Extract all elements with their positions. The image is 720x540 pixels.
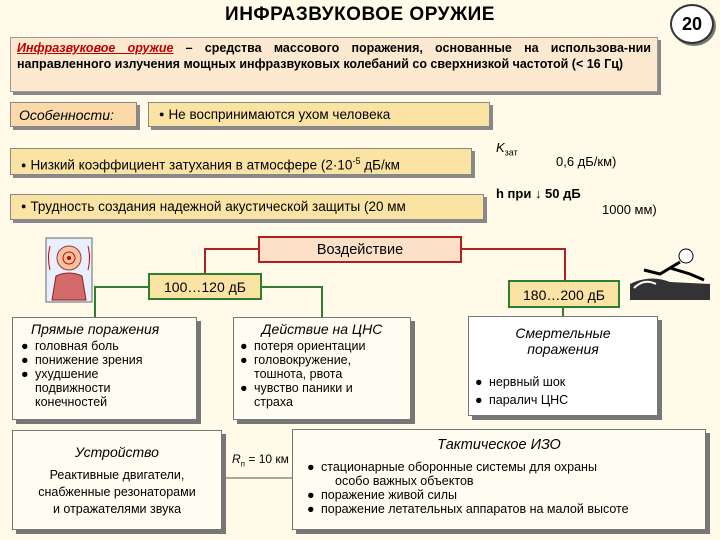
feature-attenuation-text: Низкий коэффициент затухания в атмосфере… <box>30 157 353 173</box>
page-number: 20 <box>670 4 714 44</box>
device-description: Реактивные двигатели, снабженные резонат… <box>38 468 196 516</box>
definition-box: Инфразвуковое оружие – средства массовог… <box>10 37 658 92</box>
features-label: Особенности: <box>10 102 137 127</box>
deadly-title-line2: поражения <box>527 341 599 357</box>
deadly-damage-panel: Смертельные поражения ●нервный шок ●пара… <box>468 316 658 416</box>
page-title: ИНФРАЗВУКОВОЕ ОРУЖИЕ <box>225 4 495 25</box>
list-item: конечностей <box>35 395 108 409</box>
list-item: ●стационарные оборонные системы для охра… <box>307 460 597 474</box>
list-item: подвижности <box>35 381 111 395</box>
fallen-person-illustration <box>630 244 710 300</box>
k-sub: зат <box>504 147 518 158</box>
list-item: ●нервный шок <box>475 375 566 389</box>
device-panel: Устройство Реактивные двигатели, снабжен… <box>12 430 222 530</box>
level-100-120-db: 100…120 дБ <box>148 273 262 300</box>
tactical-panel: Тактическое ИЗО ●стационарные оборонные … <box>292 429 706 530</box>
h-thickness-value: 1000 мм) <box>602 202 657 217</box>
cns-effect-title: Действие на ЦНС <box>261 321 383 337</box>
deadly-title-line1: Смертельные <box>515 325 611 341</box>
feature-attenuation: Низкий коэффициент затухания в атмосфере… <box>10 148 472 175</box>
feature-inaudible-text: Не воспринимаются ухом человека <box>168 107 391 122</box>
list-item: ●поражение живой силы <box>307 488 458 502</box>
impact-box: Воздействие <box>258 236 462 263</box>
h-thickness-text: h при ↓ 50 дБ <box>496 186 581 201</box>
list-item: ●паралич ЦНС <box>475 393 569 407</box>
list-item: особо важных объектов <box>335 474 474 488</box>
direct-damage-title: Прямые поражения <box>31 321 160 337</box>
cns-effect-panel: Действие на ЦНС ●потеря ориентации ●голо… <box>233 317 411 420</box>
tactical-title: Тактическое ИЗО <box>437 437 561 453</box>
attenuation-exponent: -5 <box>352 156 361 166</box>
device-title: Устройство <box>75 444 159 460</box>
list-item: ●понижение зрения <box>21 353 143 367</box>
list-item: страха <box>254 395 293 409</box>
feature-inaudible: Не воспринимаются ухом человека <box>148 102 490 127</box>
feature-protection-text: Трудность создания надежной акустической… <box>30 199 406 214</box>
k-symbol: K <box>496 140 505 155</box>
level-180-200-db: 180…200 дБ <box>508 280 620 308</box>
direct-damage-panel: Прямые поражения ●головная боль ●понижен… <box>12 317 197 420</box>
deadly-damage-title: Смертельные поражения <box>469 317 657 357</box>
definition-text: – средства массового поражения, основанн… <box>17 41 651 71</box>
k-attenuation-symbol: Kзат <box>496 140 518 158</box>
head-waves-illustration <box>44 236 94 304</box>
list-item: ●поражение летательных аппаратов на мало… <box>307 502 629 516</box>
radius-label: Rп = 10 км <box>232 452 289 469</box>
list-item: ●головокружение, <box>240 353 352 367</box>
list-item: ●чувство паники и <box>240 381 353 395</box>
list-item: ●головная боль <box>21 339 119 353</box>
list-item: тошнота, рвота <box>254 367 343 381</box>
feature-protection: Трудность создания надежной акустической… <box>10 194 484 220</box>
list-item: ●ухудшение <box>21 367 99 381</box>
definition-term: Инфразвуковое оружие <box>17 41 174 55</box>
list-item: ●потеря ориентации <box>240 339 366 353</box>
attenuation-unit: дБ/км <box>360 157 400 173</box>
k-attenuation-value: 0,6 дБ/км) <box>556 154 617 169</box>
